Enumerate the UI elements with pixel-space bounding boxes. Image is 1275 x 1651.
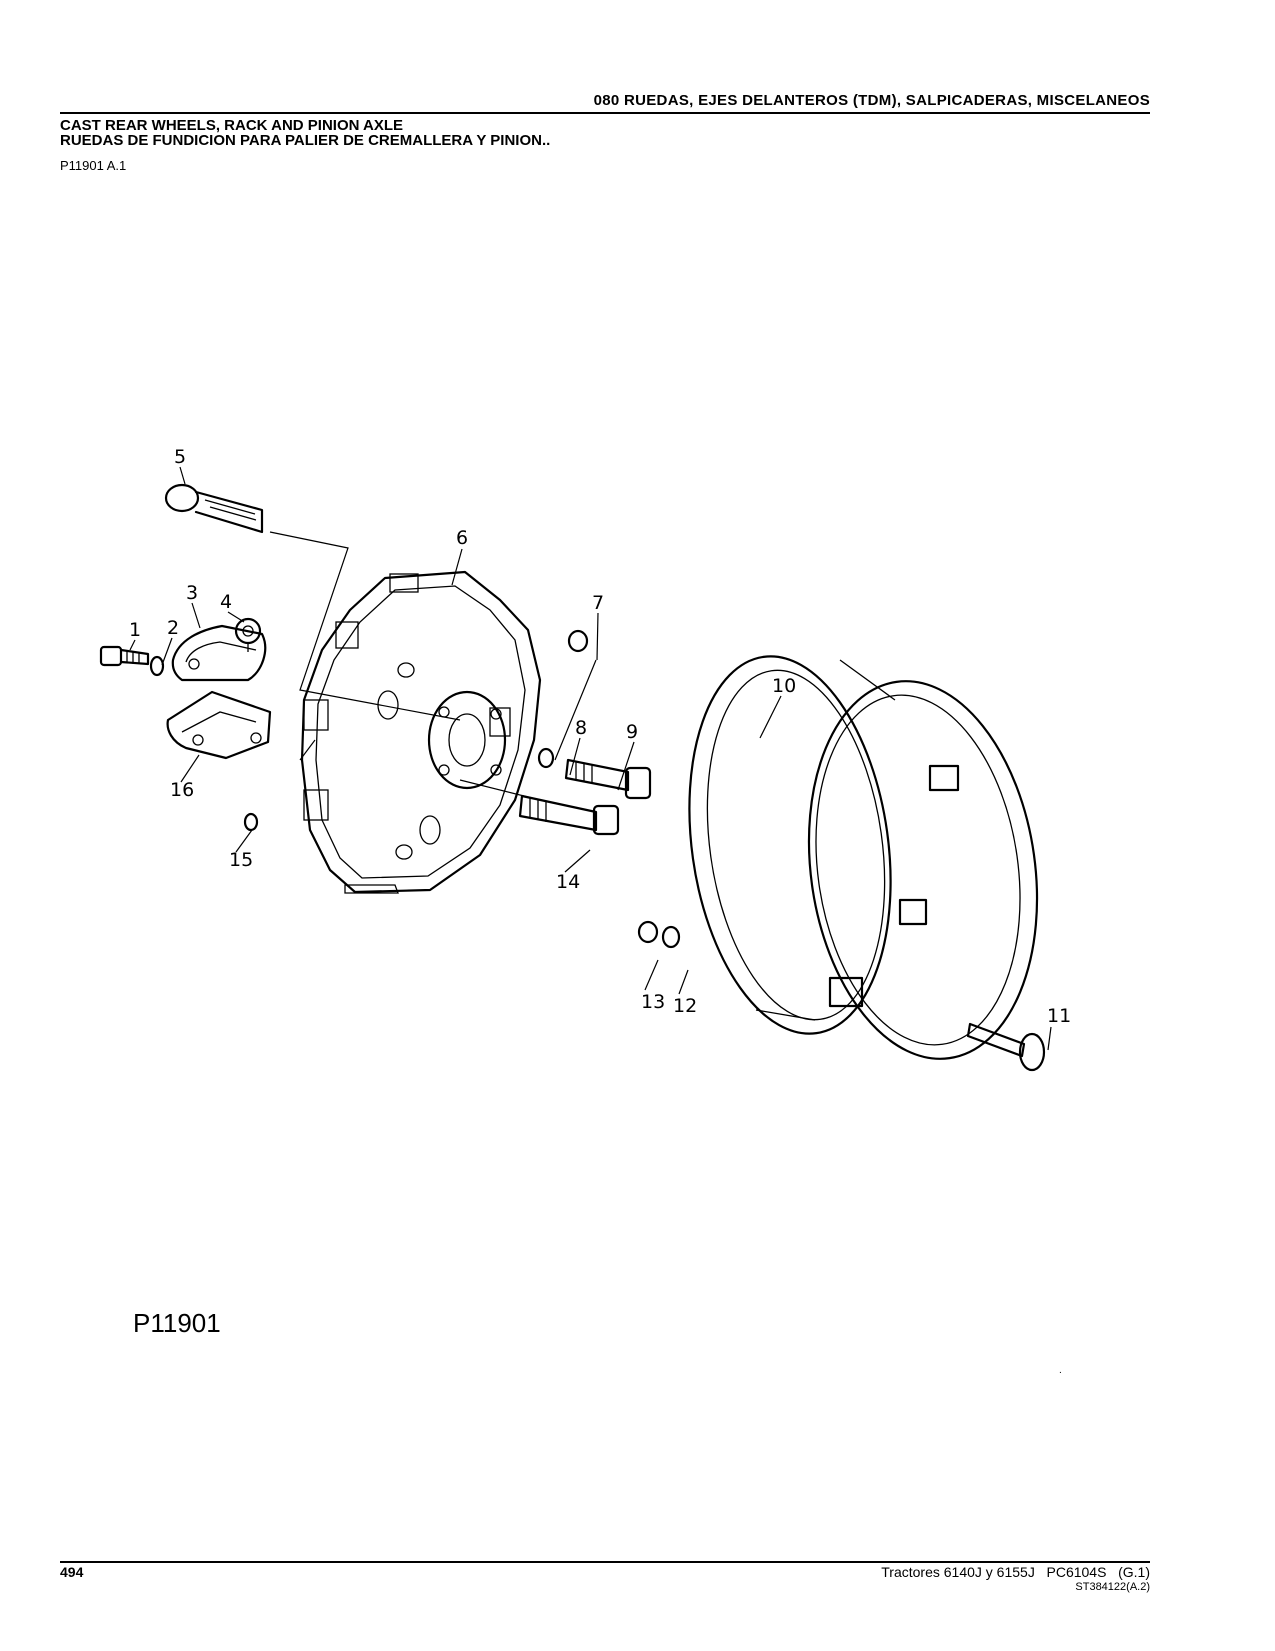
bolt-5[interactable]: [164, 483, 264, 534]
callout-1[interactable]: 1: [129, 619, 141, 641]
section-header: 080 RUEDAS, EJES DELANTEROS (TDM), SALPI…: [593, 92, 1150, 109]
clamp-3[interactable]: [171, 624, 267, 682]
washer-2[interactable]: [149, 655, 165, 677]
document-code: ST384122(A.2): [1075, 1581, 1150, 1593]
callout-2[interactable]: 2: [167, 617, 179, 639]
callout-10[interactable]: 10: [772, 675, 796, 697]
callout-3[interactable]: 3: [186, 582, 198, 604]
leader-lines: [129, 466, 1052, 1051]
bolt-1[interactable]: [99, 645, 150, 667]
callout-11[interactable]: 11: [1047, 1005, 1071, 1027]
figure-id: P11901: [133, 1308, 221, 1338]
washer-12[interactable]: [661, 925, 681, 949]
callout-16[interactable]: 16: [170, 779, 194, 801]
callout-15[interactable]: 15: [229, 849, 253, 871]
bolt-9[interactable]: [564, 758, 652, 800]
footer-mark: .: [1059, 1365, 1062, 1376]
wheel-rim-10[interactable]: [667, 643, 1061, 1074]
callout-6[interactable]: 6: [456, 527, 468, 549]
callout-5[interactable]: 5: [174, 446, 186, 468]
clamp-16[interactable]: [166, 690, 272, 760]
nut-13[interactable]: [637, 920, 659, 944]
washer-8[interactable]: [537, 747, 555, 769]
callout-9[interactable]: 9: [626, 721, 638, 743]
publication-line: Tractores 6140J y 6155J PC6104S (G.1): [881, 1564, 1150, 1580]
title-spanish: RUEDAS DE FUNDICION PARA PALIER DE CREMA…: [60, 132, 551, 149]
callout-8[interactable]: 8: [575, 717, 587, 739]
bolt-11[interactable]: [966, 1022, 1046, 1072]
callout-12[interactable]: 12: [673, 995, 697, 1017]
title-english: CAST REAR WHEELS, RACK AND PINION AXLE: [60, 117, 404, 134]
footer-rule: [60, 1561, 1150, 1563]
callout-4[interactable]: 4: [220, 591, 232, 613]
wheel-hub-6[interactable]: [300, 570, 542, 894]
bolt-14[interactable]: [518, 794, 620, 836]
nut-7[interactable]: [567, 629, 589, 653]
page-number: 494: [60, 1564, 84, 1580]
callout-7[interactable]: 7: [592, 592, 604, 614]
figure-reference: P11901 A.1: [60, 158, 127, 173]
callout-14[interactable]: 14: [556, 871, 580, 893]
washer-15[interactable]: [243, 812, 259, 832]
callout-13[interactable]: 13: [641, 991, 665, 1013]
header-rule: [60, 112, 1150, 114]
pinion-gear-4[interactable]: [234, 617, 262, 652]
